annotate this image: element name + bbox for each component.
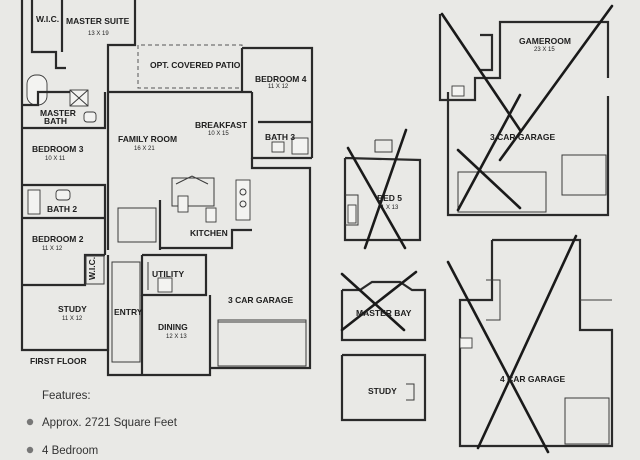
family-room-label: FAMILY ROOM	[118, 134, 177, 144]
study-dims: 11 X 12	[62, 316, 83, 322]
option-garage4	[446, 234, 614, 454]
bed5-label: BED 5	[377, 193, 402, 203]
breakfast-dims: 10 X 15	[208, 131, 229, 137]
main-floor-plan	[20, 0, 314, 377]
option-garage3-label: 3 CAR GARAGE	[490, 132, 556, 142]
dining-dims: 12 X 13	[166, 334, 187, 340]
master-suite-dims: 13 X 19	[88, 31, 109, 37]
option-master-bay	[340, 270, 427, 342]
master-bath-label-2: BATH	[44, 116, 67, 126]
covered-patio-label: OPT. COVERED PATIO	[150, 60, 241, 70]
wic-side-label: W.I.C.	[87, 257, 97, 280]
wic-top-label: W.I.C.	[36, 14, 59, 24]
bath3-label: BATH 3	[265, 132, 295, 142]
garage3-label: 3 CAR GARAGE	[228, 295, 294, 305]
bedroom2-label: BEDROOM 2	[32, 234, 84, 244]
features-section: Features: Approx. 2721 Square Feet 4 Bed…	[26, 390, 178, 457]
dining-label: DINING	[158, 322, 188, 332]
option-study	[340, 353, 427, 422]
bath2-label: BATH 2	[47, 204, 77, 214]
master-suite-label: MASTER SUITE	[66, 16, 130, 26]
utility-label: UTILITY	[152, 269, 184, 279]
features-heading: Features:	[42, 390, 91, 402]
breakfast-label: BREAKFAST	[195, 120, 248, 130]
bullet-icon	[26, 418, 34, 426]
option-labels: GAMEROOM 23 X 15 3 CAR GARAGE BED 5 1 X …	[356, 36, 571, 396]
master-bay-label: MASTER BAY	[356, 308, 412, 318]
bedroom4-label: BEDROOM 4	[255, 74, 307, 84]
feature-item: Approx. 2721 Square Feet	[42, 417, 178, 429]
gameroom-label: GAMEROOM	[519, 36, 571, 46]
option-gameroom	[438, 4, 614, 162]
garage4-label: 4 CAR GARAGE	[500, 374, 566, 384]
room-labels: W.I.C. MASTER SUITE 13 X 19 OPT. COVERED…	[30, 14, 307, 366]
first-floor-label: FIRST FLOOR	[30, 356, 87, 366]
bedroom3-dims: 10 X 11	[45, 156, 66, 162]
bedroom2-dims: 11 X 12	[42, 246, 63, 252]
gameroom-dims: 23 X 15	[534, 47, 555, 53]
master-bath-label-1: MASTER	[40, 108, 76, 118]
study-label: STUDY	[58, 304, 87, 314]
option-bed5	[343, 128, 422, 250]
option-garage3	[446, 92, 610, 217]
family-room-dims: 16 X 21	[134, 146, 155, 152]
feature-item: 4 Bedroom	[42, 445, 98, 457]
kitchen-label: KITCHEN	[190, 228, 228, 238]
bullet-icon	[26, 446, 34, 454]
option-study-label: STUDY	[368, 386, 397, 396]
bedroom4-dims: 11 X 12	[268, 84, 289, 90]
entry-label: ENTRY	[114, 307, 143, 317]
bedroom3-label: BEDROOM 3	[32, 144, 84, 154]
bed5-dims: 1 X 13	[381, 205, 399, 211]
